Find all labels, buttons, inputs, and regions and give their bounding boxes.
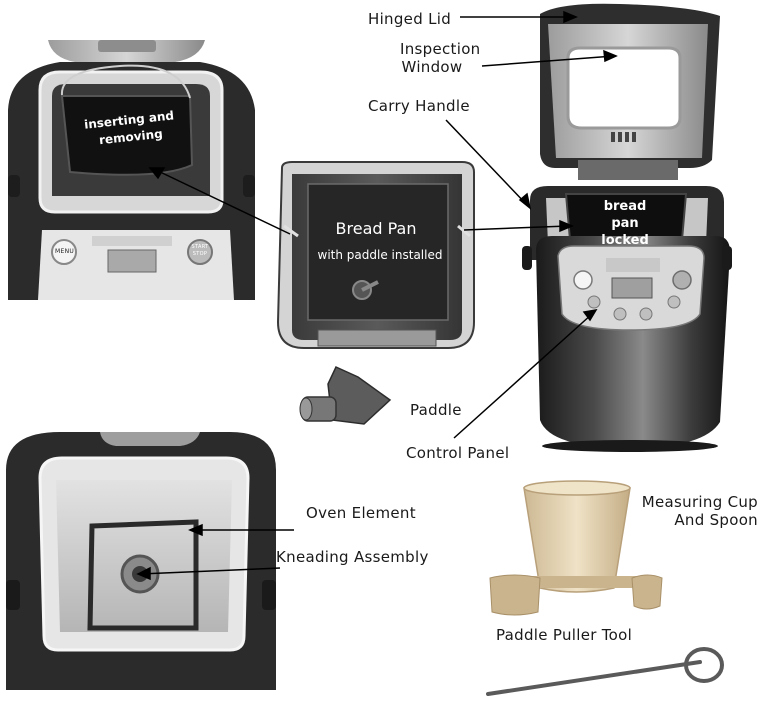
label-hinged-lid: Hinged Lid: [368, 10, 452, 28]
photo-paddle: [299, 366, 392, 425]
arrow-control-panel: [453, 313, 593, 439]
label-control-panel: Control Panel: [406, 444, 510, 462]
photo-bread-machine: [522, 3, 732, 452]
arrow-inspection-window: [481, 55, 615, 67]
arrow-carry-handle: [445, 119, 529, 207]
photo-bread-pan: [276, 161, 475, 349]
arrow-kneading-assembly: [139, 567, 281, 575]
stop-button-label: STOP: [192, 251, 208, 257]
photo-oven-chamber: [6, 432, 276, 690]
label-inspection-window: Inspection Window: [400, 40, 481, 76]
menu-button-label: MENU: [55, 248, 75, 255]
photo-measuring-cup-spoon: [489, 480, 663, 616]
label-paddle-installed: with paddle installed: [317, 248, 443, 262]
label-kneading-assembly: Kneading Assembly: [276, 548, 429, 566]
label-oven-element: Oven Element: [306, 504, 416, 522]
photo-paddle-puller-tool: [486, 647, 724, 696]
start-button-label: START: [191, 244, 209, 250]
label-carry-handle: Carry Handle: [368, 97, 470, 115]
arrow-bread-pan: [463, 225, 569, 231]
label-paddle: Paddle: [410, 401, 462, 419]
label-paddle-puller-tool: Paddle Puller Tool: [496, 626, 633, 644]
label-bread-pan-locked: bread pan locked: [601, 199, 649, 248]
photo-inserting-pan: [8, 40, 258, 315]
arrow-inserting-pan: [155, 169, 291, 235]
arrow-paddle: [466, 358, 506, 402]
label-bread-pan: Bread Pan: [335, 219, 417, 238]
callout-arrows: [136, 10, 618, 581]
label-measuring-cup-spoon: Measuring Cup And Spoon: [641, 493, 758, 529]
